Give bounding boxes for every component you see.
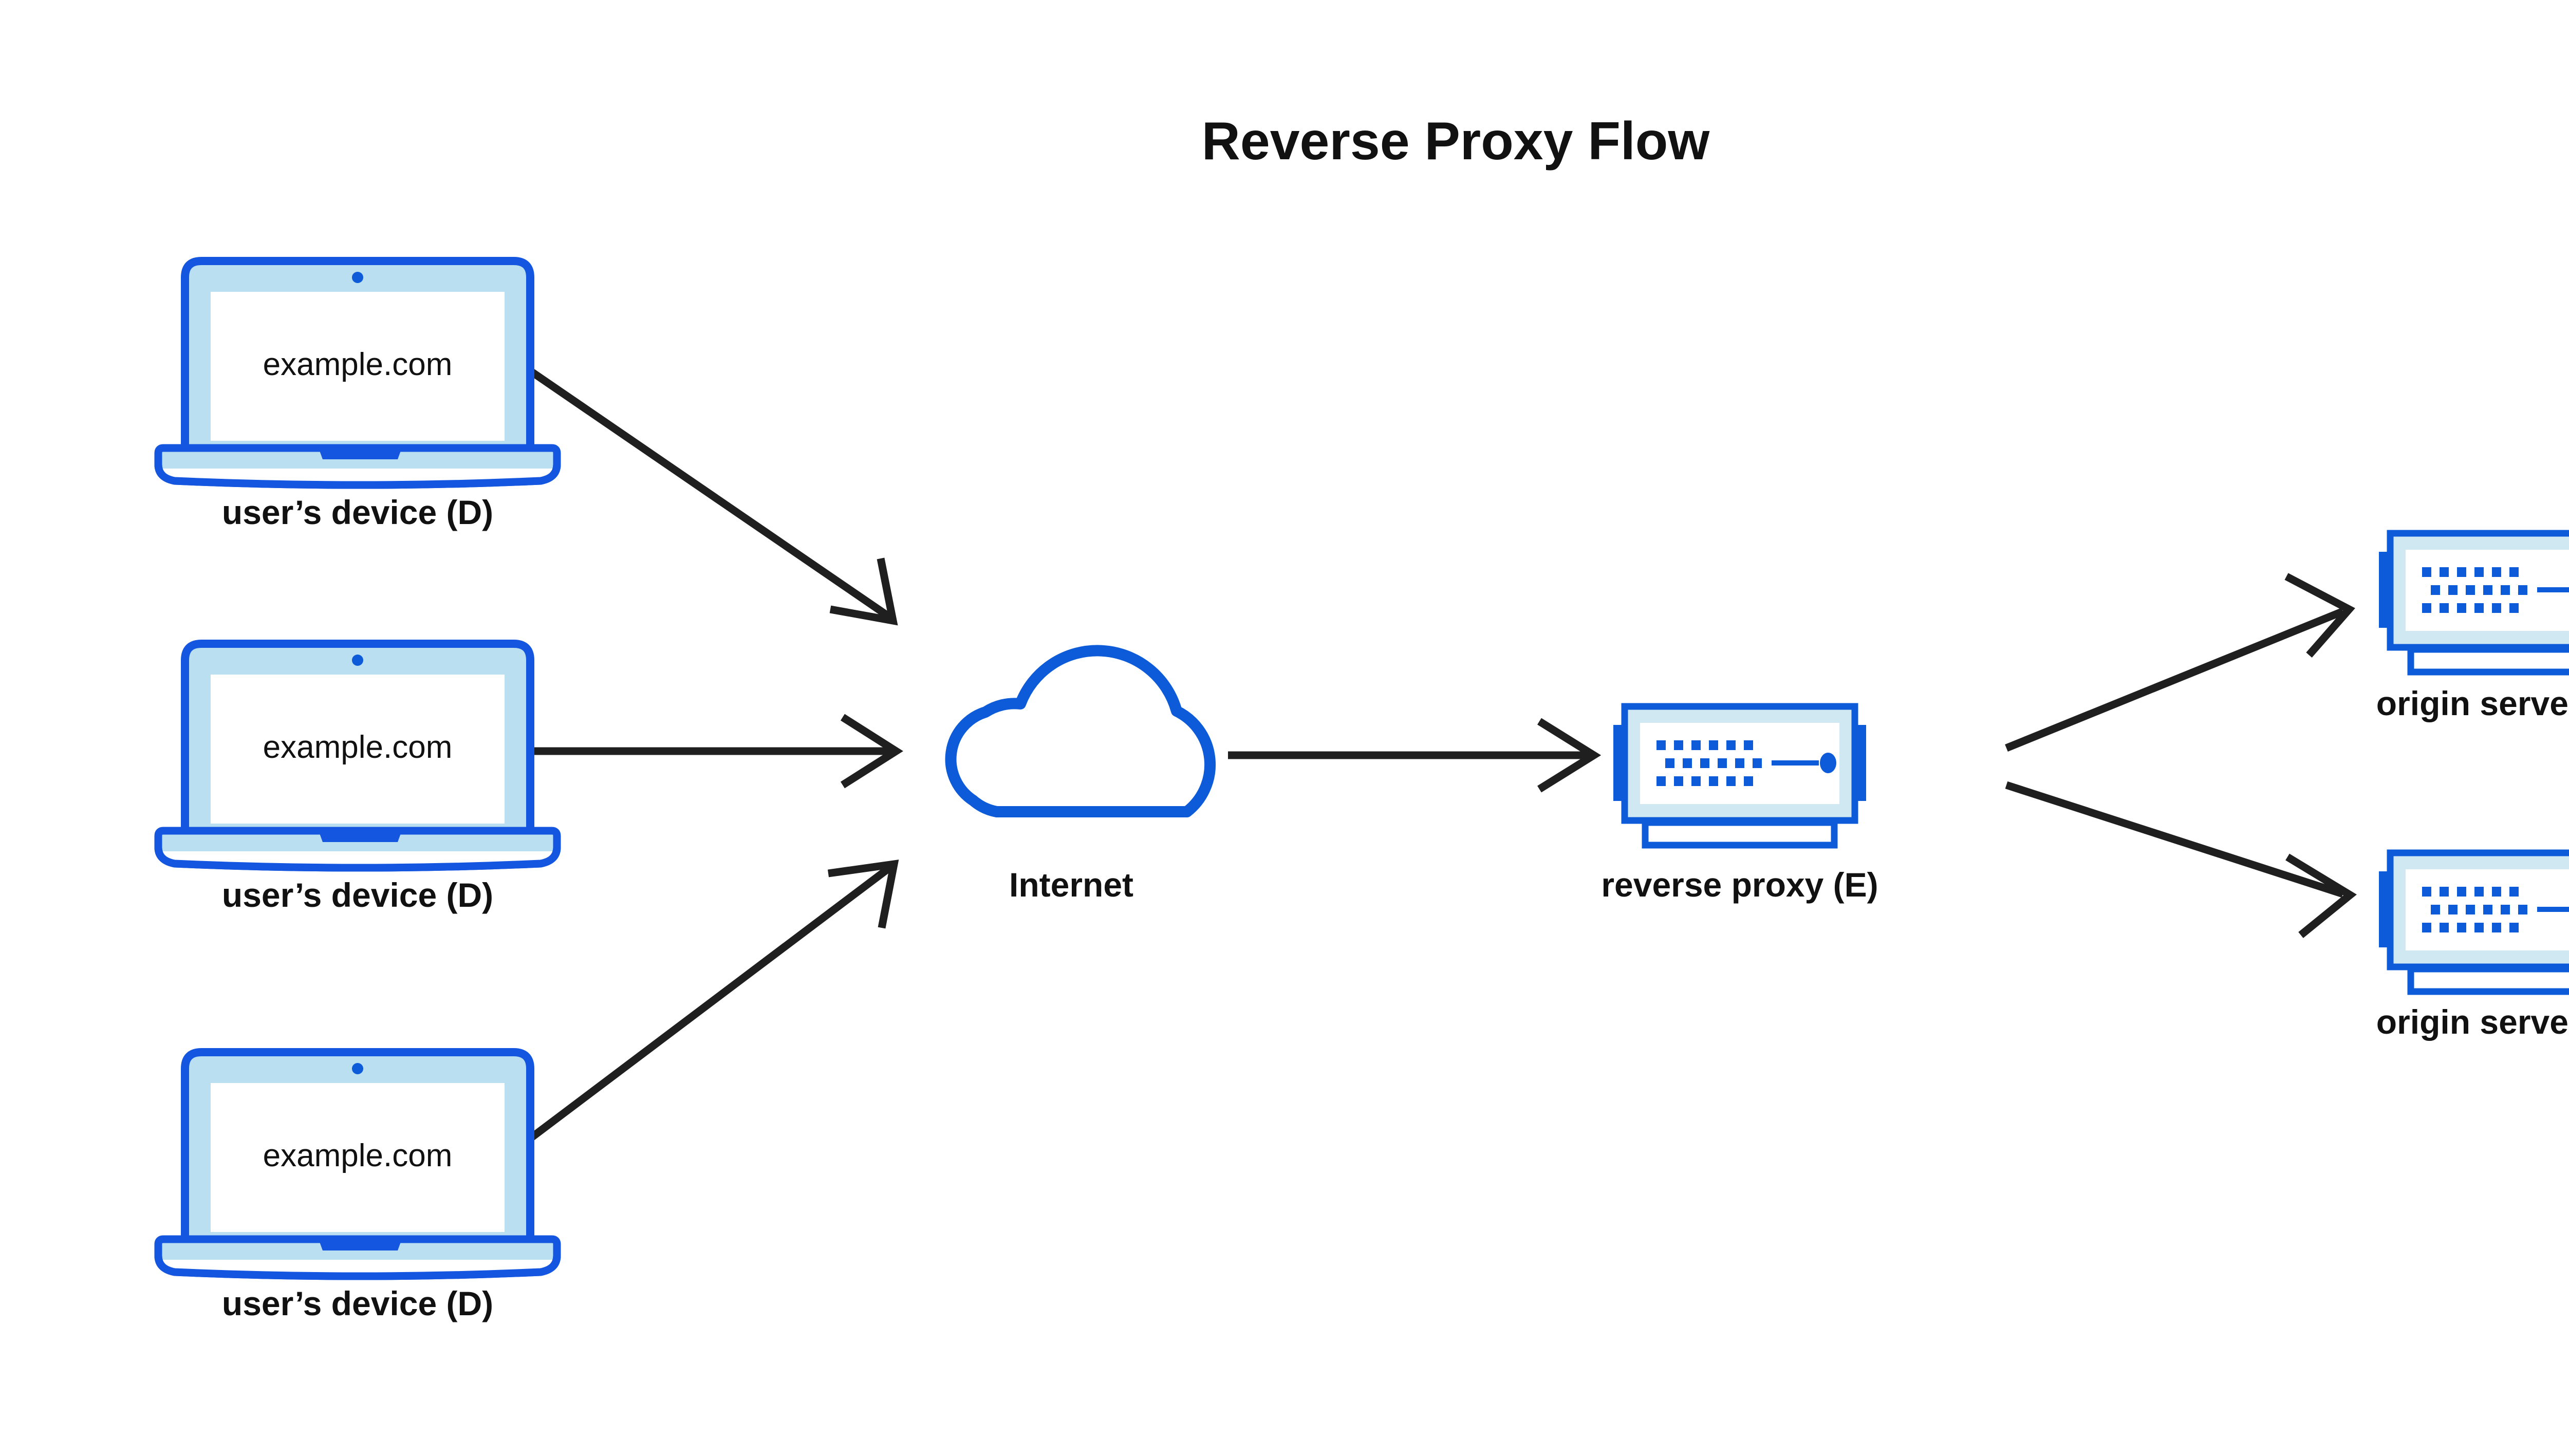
connector-device1-to-internet xyxy=(511,356,898,626)
node-label-user-device-1: user’s device (D) xyxy=(222,493,493,531)
screen-url-text: example.com xyxy=(263,730,453,765)
node-origin-server-1[interactable]: origin server (F) xyxy=(2376,533,2569,722)
cloud-icon xyxy=(951,650,1211,812)
screen-url-text: example.com xyxy=(263,347,453,382)
connector-internet-to-proxy xyxy=(1228,718,1602,793)
connector-layer xyxy=(511,356,2357,1154)
node-user-device-3[interactable]: example.com user’s device (D) xyxy=(158,1052,557,1322)
server-icon xyxy=(1613,706,1866,845)
node-user-device-2[interactable]: example.com user’s device (D) xyxy=(158,644,557,914)
node-label-origin-server-2: origin server (F) xyxy=(2376,1003,2569,1041)
node-label-user-device-3: user’s device (D) xyxy=(222,1284,493,1322)
node-label-reverse-proxy: reverse proxy (E) xyxy=(1601,866,1878,904)
page-title: Reverse Proxy Flow xyxy=(1202,111,1710,171)
node-internet[interactable]: Internet xyxy=(951,650,1211,904)
node-label-user-device-2: user’s device (D) xyxy=(222,876,493,914)
server-icon xyxy=(2379,853,2569,992)
connector-proxy-to-origin1 xyxy=(2005,573,2355,752)
node-label-internet: Internet xyxy=(1009,866,1133,904)
server-icon xyxy=(2379,533,2569,672)
connector-device3-to-internet xyxy=(511,860,899,1154)
node-user-device-1[interactable]: example.com user’s device (D) xyxy=(158,261,557,531)
node-reverse-proxy[interactable]: reverse proxy (E) xyxy=(1601,706,1878,904)
node-origin-server-2[interactable]: origin server (F) xyxy=(2376,853,2569,1041)
connector-proxy-to-origin2 xyxy=(2005,781,2357,938)
connector-device2-to-internet xyxy=(514,714,903,789)
node-label-origin-server-1: origin server (F) xyxy=(2376,684,2569,722)
screen-url-text: example.com xyxy=(263,1138,453,1173)
